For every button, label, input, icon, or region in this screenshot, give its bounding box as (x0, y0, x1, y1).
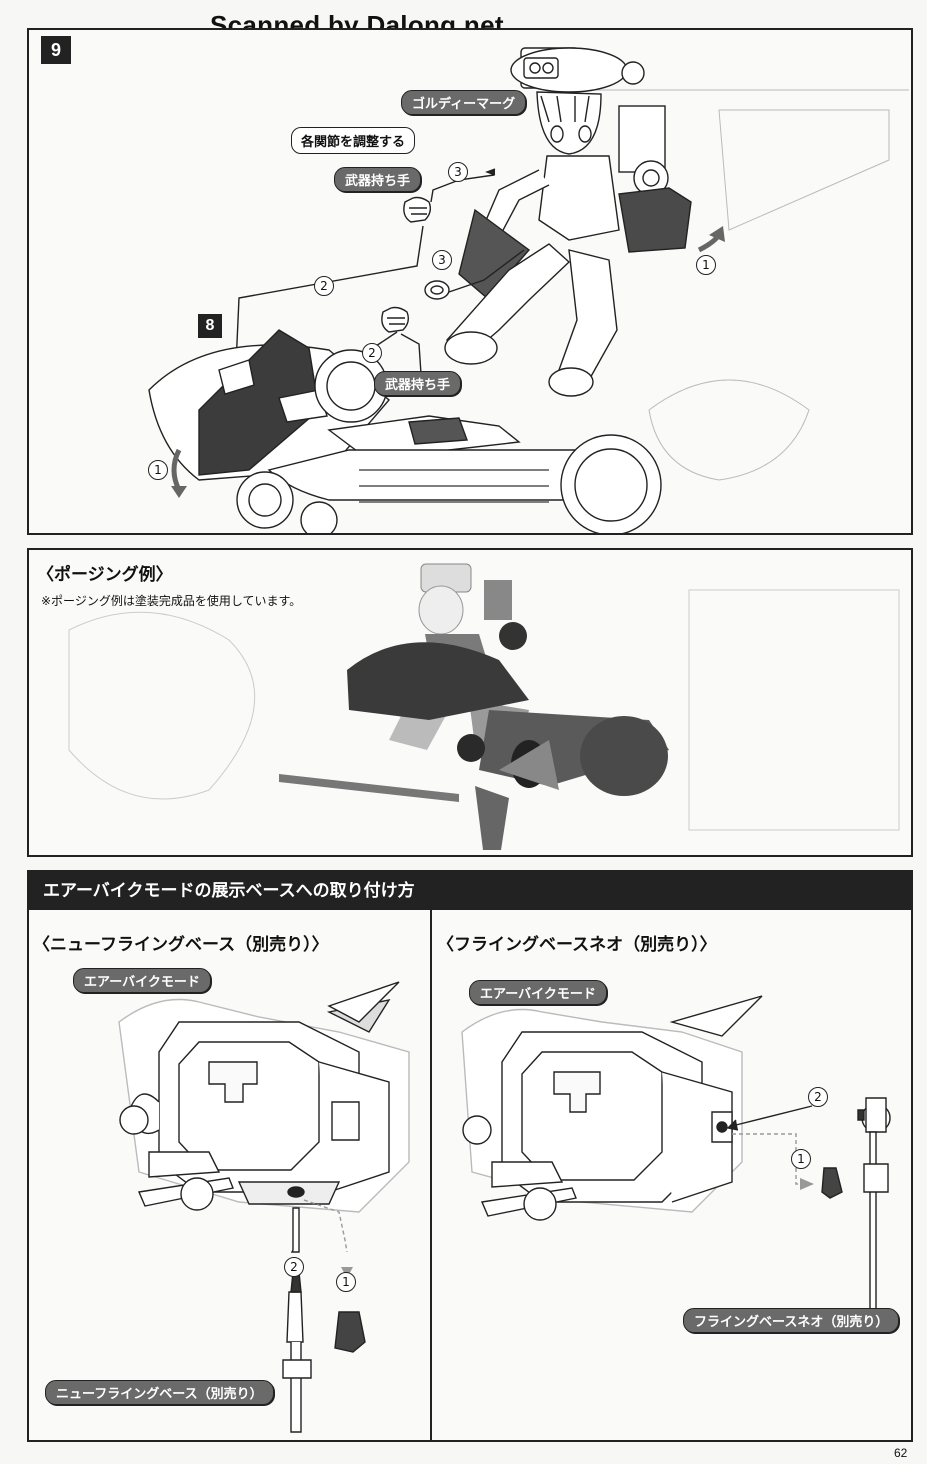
step9-panel: 9 (27, 28, 913, 535)
right-marker-1: 1 (791, 1149, 811, 1169)
left-mode-tag: エアーバイクモード (73, 968, 211, 993)
marker-1-bike: 1 (148, 460, 168, 480)
marker-3-bottom: 3 (432, 250, 452, 270)
new-flying-base-tag: ニューフライングベース（別売り） (45, 1380, 274, 1405)
weapon-hand-tag-bottom: 武器持ち手 (374, 371, 462, 396)
flying-base-neo-title: 〈フライングベースネオ（別売り）〉 (437, 935, 717, 955)
page-number: 62 (894, 1446, 908, 1460)
weapon-hand-tag-top: 武器持ち手 (334, 167, 422, 192)
new-flying-base-title: 〈ニューフライングベース（別売り）〉 (33, 935, 329, 955)
ref-step-8: 8 (198, 314, 222, 338)
mount-banner: エアーバイクモードの展示ベースへの取り付け方 (29, 872, 911, 910)
right-mode-tag: エアーバイクモード (469, 980, 607, 1005)
posing-panel: 〈ポージング例〉 ※ポージング例は塗装完成品を使用しています。 (27, 548, 913, 857)
wrist-joint (424, 280, 450, 300)
posing-photo (68, 563, 900, 850)
marker-3-top: 3 (448, 162, 468, 182)
step9-illustration (148, 47, 909, 533)
flying-base-neo-tag: フライングベースネオ（別売り） (683, 1308, 900, 1333)
left-marker-2: 2 (284, 1257, 304, 1277)
air-bike (148, 329, 662, 533)
weapon-hand-top (403, 196, 432, 223)
marker-2-top: 2 (314, 276, 334, 296)
left-marker-1: 1 (336, 1272, 356, 1292)
step-number: 9 (41, 36, 71, 64)
right-mount-diagram (461, 995, 891, 1313)
left-mount-diagram (118, 981, 410, 1433)
posing-note: ※ポージング例は塗装完成品を使用しています。 (41, 594, 302, 608)
right-marker-2: 2 (808, 1087, 828, 1107)
marker-2-bottom: 2 (362, 343, 382, 363)
posing-title: 〈ポージング例〉 (37, 565, 173, 585)
figure (444, 47, 725, 397)
mount-divider (430, 910, 432, 1440)
character-name-tag: ゴルディーマーグ (401, 90, 527, 115)
mount-panel: エアーバイクモードの展示ベースへの取り付け方 〈ニューフライングベース（別売り）… (27, 870, 913, 1442)
weapon-hand-bottom (381, 306, 410, 333)
marker-1-booster: 1 (696, 255, 716, 275)
adjust-joints-callout: 各関節を調整する (291, 127, 416, 154)
